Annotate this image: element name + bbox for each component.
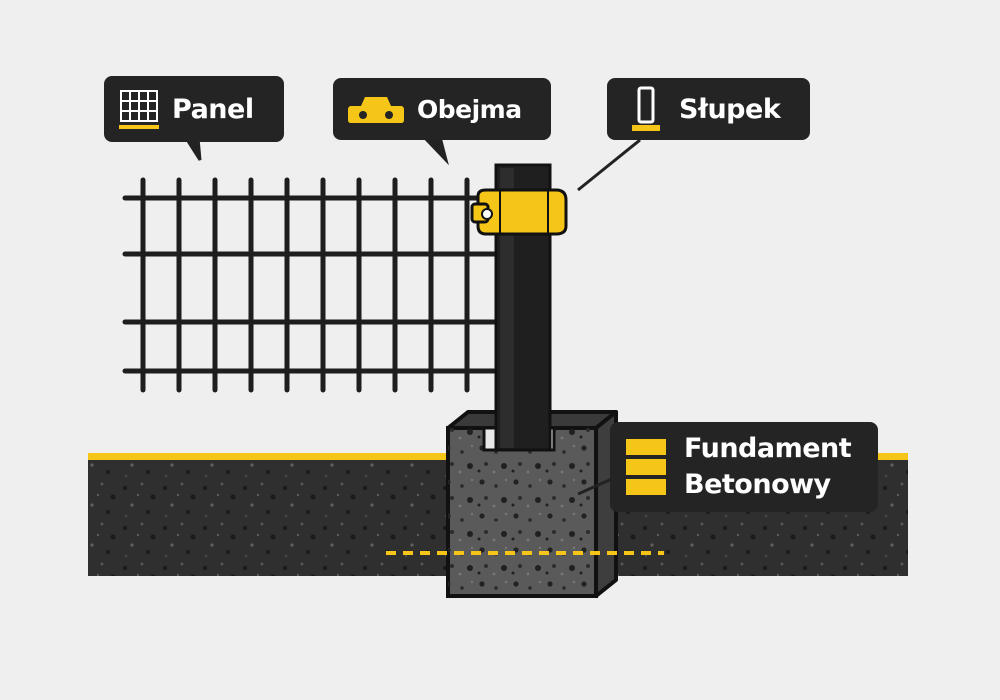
callout-fundament: Fundament Betonowy xyxy=(610,422,878,512)
callout-slupek-label: Słupek xyxy=(679,93,781,125)
callout-obejma: Obejma xyxy=(333,78,551,140)
concrete-foundation xyxy=(386,410,664,598)
callout-fundament-text: Fundament Betonowy xyxy=(684,431,852,503)
clamp-icon xyxy=(348,97,404,123)
callout-obejma-label: Obejma xyxy=(417,94,522,124)
layers-icon xyxy=(626,439,666,495)
fence-panel xyxy=(122,177,497,393)
post-clamp xyxy=(470,188,568,236)
callout-fundament-line2: Betonowy xyxy=(684,469,831,500)
callout-panel-label: Panel xyxy=(172,93,254,125)
grid-icon xyxy=(119,90,159,129)
callout-panel: Panel xyxy=(104,76,284,142)
post-icon xyxy=(632,86,660,131)
callout-slupek: Słupek xyxy=(607,78,810,140)
callout-fundament-line1: Fundament xyxy=(684,433,852,464)
